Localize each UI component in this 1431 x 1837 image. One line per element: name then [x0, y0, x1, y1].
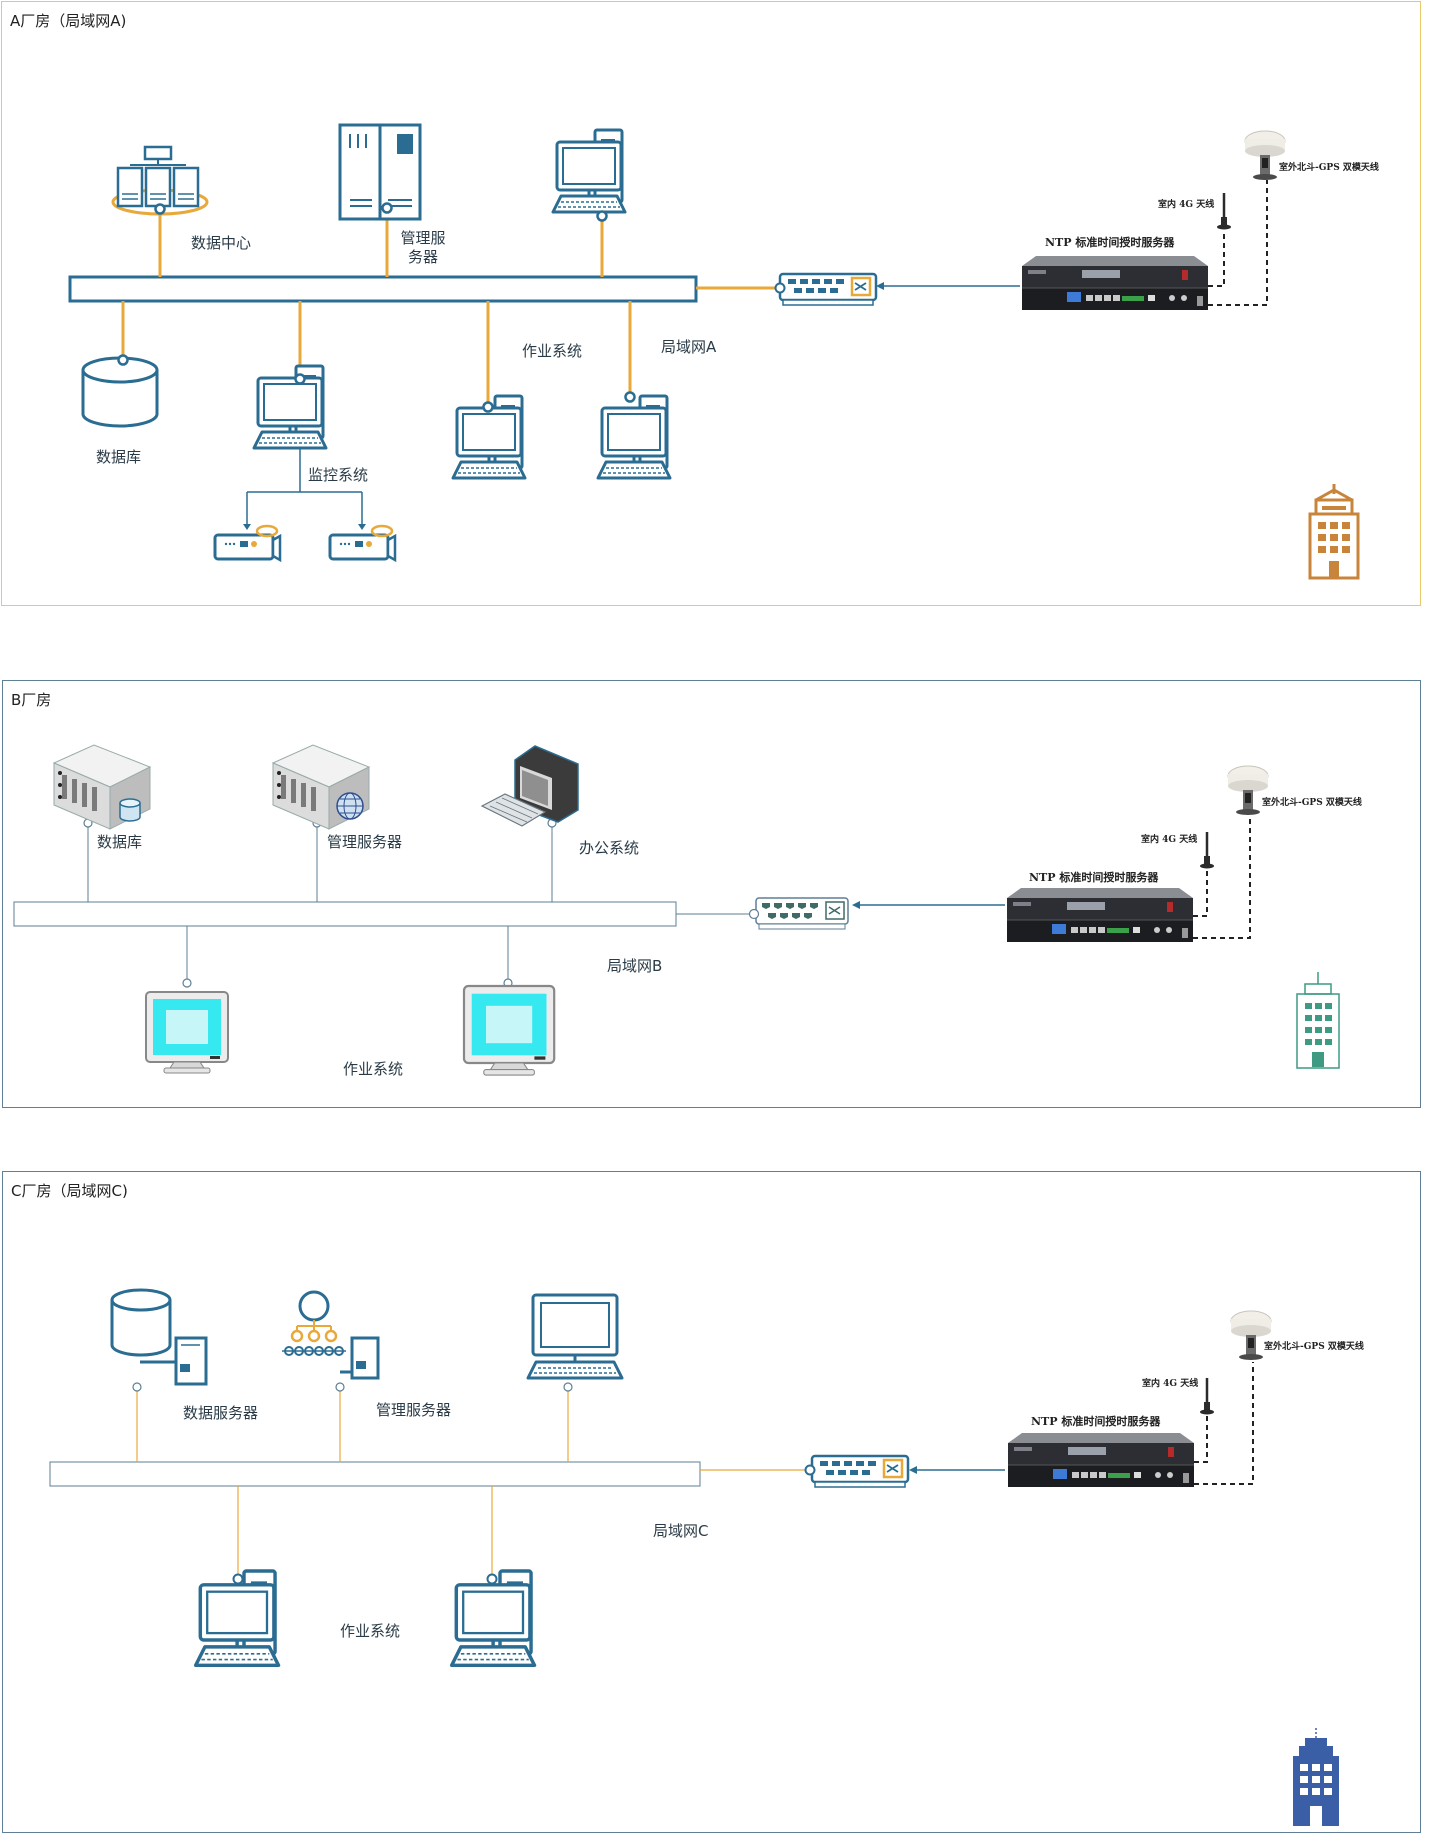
- data-center-icon: [111, 145, 209, 216]
- monitoring-pc-icon: [252, 364, 328, 450]
- indoor-antenna-a-icon: [1215, 191, 1233, 231]
- lan-b-bus: [13, 901, 677, 927]
- building-b-icon: [1296, 972, 1340, 1069]
- lan-c-bus: [49, 1461, 701, 1487]
- mgmt-server-icon: [338, 123, 422, 221]
- label-ntp-b: NTP 标准时间授时服务器: [1029, 871, 1159, 884]
- workstation-pc-icon: [551, 128, 627, 214]
- panel-b-title: B厂房: [11, 691, 52, 709]
- label-indoor-antenna-c: 室内 4G 天线: [1142, 1379, 1199, 1389]
- data-server-icon: [110, 1288, 208, 1386]
- lan-a-links: [121, 210, 776, 404]
- antenna-b-cables: [1193, 816, 1251, 939]
- camera-links: [246, 449, 363, 528]
- label-indoor-antenna-a: 室内 4G 天线: [1158, 200, 1215, 210]
- label-data-center: 数据中心: [191, 234, 252, 252]
- database-icon: [81, 354, 159, 428]
- work-pc-icon: [449, 1569, 537, 1668]
- gps-antenna-c-icon: [1230, 1310, 1272, 1361]
- label-lan-c: 局域网C: [653, 1522, 709, 1540]
- ntp-server-a-icon: [1021, 255, 1209, 311]
- label-work-system-b: 作业系统: [343, 1060, 404, 1078]
- mgmt-hierarchy-icon: [282, 1290, 380, 1380]
- globe-icon: [336, 792, 364, 820]
- antenna-c-cables: [1194, 1362, 1254, 1485]
- label-data-server: 数据服务器: [183, 1404, 259, 1422]
- label-database-a: 数据库: [96, 448, 142, 466]
- ntp-server-c-icon: [1007, 1432, 1195, 1488]
- camera-icon: [213, 524, 282, 563]
- indoor-antenna-c-icon: [1198, 1376, 1216, 1416]
- camera-icon: [328, 524, 397, 563]
- office-computer-icon: [480, 745, 579, 827]
- label-work-system-c: 作业系统: [340, 1622, 401, 1640]
- lan-a-bus: [68, 275, 698, 303]
- label-mgmt-server-c: 管理服务器: [376, 1401, 452, 1419]
- label-outdoor-antenna-c: 室外北斗-GPS 双模天线: [1264, 1342, 1364, 1352]
- monitor-icon: [526, 1293, 624, 1380]
- db-cylinder-badge-icon: [119, 798, 141, 822]
- ntp-server-b-icon: [1006, 887, 1194, 943]
- work-monitor-icon: [462, 984, 556, 1077]
- panel-c-diagram: [49, 1288, 1339, 1826]
- label-ntp-c: NTP 标准时间授时服务器: [1031, 1415, 1161, 1428]
- work-monitor-icon: [145, 991, 229, 1074]
- lan-c-links: [136, 1390, 808, 1578]
- switch-a-icon: [778, 272, 878, 307]
- lan-b-links: [87, 825, 752, 983]
- label-outdoor-antenna-b: 室外北斗-GPS 双模天线: [1262, 798, 1362, 808]
- switch-c-icon: [810, 1454, 910, 1489]
- label-office-system: 办公系统: [579, 839, 640, 857]
- building-a-windows: [1318, 506, 1350, 578]
- panel-c-title: C厂房（局域网C): [11, 1182, 128, 1200]
- label-database-b: 数据库: [97, 833, 143, 851]
- panel-b-diagram: [13, 744, 1340, 1077]
- switch-b-icon: [748, 897, 849, 930]
- work-pc-icon: [596, 394, 672, 480]
- indoor-antenna-b-icon: [1198, 830, 1216, 870]
- building-b-windows: [1305, 1003, 1332, 1067]
- work-pc-icon: [193, 1569, 281, 1668]
- label-ntp-a: NTP 标准时间授时服务器: [1045, 236, 1175, 249]
- label-lan-a: 局域网A: [661, 338, 717, 356]
- label-lan-b: 局域网B: [607, 957, 663, 975]
- label-indoor-antenna-b: 室内 4G 天线: [1141, 835, 1198, 845]
- label-mgmt-server-a: 管理服 务器: [400, 229, 446, 266]
- port-dot: [596, 210, 608, 222]
- antenna-a-cables: [1208, 180, 1268, 306]
- label-monitoring: 监控系统: [308, 466, 369, 484]
- label-outdoor-antenna-a: 室外北斗-GPS 双模天线: [1279, 163, 1379, 173]
- label-work-system-a: 作业系统: [522, 342, 583, 360]
- panel-a-diagram: [68, 123, 1360, 580]
- building-c-icon: [1293, 1728, 1339, 1826]
- panel-a-title: A厂房（局域网A): [10, 12, 127, 30]
- label-mgmt-server-b: 管理服务器: [327, 833, 403, 851]
